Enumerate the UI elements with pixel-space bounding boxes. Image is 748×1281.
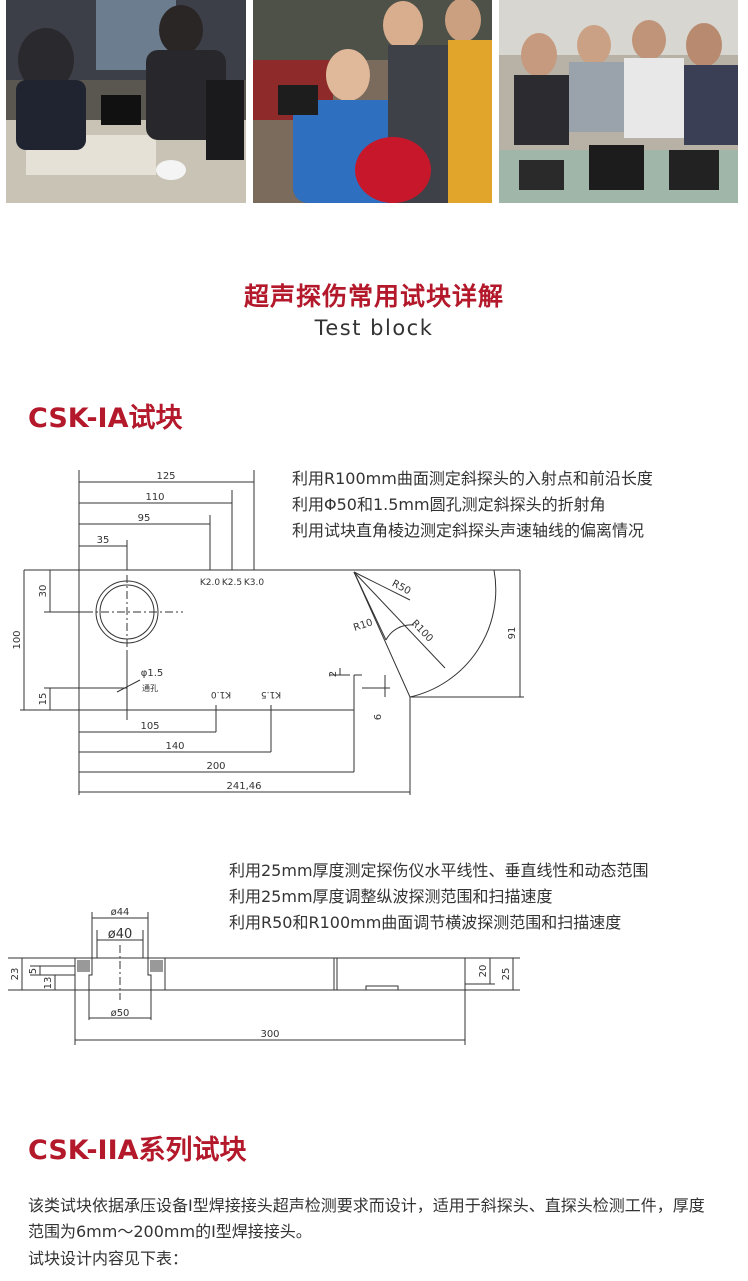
section-title-csk1a: CSK-IA试块	[28, 403, 183, 434]
dim-label: 300	[260, 1029, 279, 1040]
k-label: K3.0	[244, 578, 264, 588]
dim-label: 91	[507, 627, 518, 640]
dim-label: 6	[373, 714, 384, 720]
training-photo-2-icon	[253, 0, 492, 203]
dim-label: 95	[138, 513, 151, 524]
dim-label: 125	[156, 471, 175, 482]
dim-label: ø40	[108, 927, 133, 942]
k-label: K2.5	[222, 578, 242, 588]
dim-label: ø50	[111, 1008, 130, 1019]
csk2a-paragraph-2: 试块设计内容见下表：	[28, 1249, 189, 1268]
dim-label: 5	[28, 968, 39, 974]
note-line: 利用Φ50和1.5mm圆孔测定斜探头的折射角	[292, 495, 606, 514]
section-title-csk2a: CSK-IIA系列试块	[28, 1135, 247, 1166]
dim-label: 100	[12, 630, 23, 649]
dim-label: 25	[501, 968, 512, 981]
csk1a-notes-bottom: 利用25mm厚度测定探伤仪水平线性、垂直线性和动态范围 利用25mm厚度调整纵波…	[229, 858, 649, 936]
dim-label: 30	[38, 585, 49, 598]
note-line: 利用25mm厚度测定探伤仪水平线性、垂直线性和动态范围	[229, 861, 649, 880]
page-subtitle: Test block	[314, 316, 434, 340]
k-label: K1.5	[261, 689, 281, 699]
page-title: 超声探伤常用试块详解	[243, 282, 504, 311]
csk1a-drawing-2: ø44 ø40 ø50 23 5 13 20 25 300	[8, 907, 520, 1045]
note-line: 利用试块直角棱边测定斜探头声速轴线的偏离情况	[292, 521, 645, 540]
dim-label: 2	[328, 671, 339, 677]
note-line: 利用R100mm曲面测定斜探头的入射点和前沿长度	[292, 469, 653, 488]
dim-label: 110	[145, 492, 164, 503]
dim-label: 140	[165, 741, 184, 752]
dim-label: 35	[97, 535, 110, 546]
note-line: 利用R50和R100mm曲面调节横波探测范围和扫描速度	[229, 913, 622, 932]
dim-label: 23	[10, 968, 21, 981]
k-label: K1.0	[211, 689, 231, 699]
dim-label: ø44	[111, 907, 130, 918]
dim-label: 13	[43, 977, 54, 990]
radius-label: R50	[390, 578, 413, 597]
csk2a-paragraph: 该类试块依据承压设备I型焊接接头超声检测要求而设计，适用于斜探头、直探头检测工件…	[28, 1196, 705, 1241]
radius-label: R10	[352, 617, 374, 634]
csk1a-notes-top: 利用R100mm曲面测定斜探头的入射点和前沿长度 利用Φ50和1.5mm圆孔测定…	[292, 466, 653, 544]
hole-note: 通孔	[142, 683, 158, 693]
csk1a-drawing-1: 125 110 95 35 K2.0 K2.5 K3.0 K1.0 K1.5 1…	[12, 470, 524, 795]
photo-strip	[0, 0, 748, 203]
dim-label: 20	[478, 965, 489, 978]
hole-label: φ1.5	[141, 668, 164, 679]
k-label: K2.0	[200, 578, 220, 588]
radius-label: R100	[409, 618, 435, 644]
dim-label: 15	[38, 693, 49, 706]
dim-label: 241,46	[227, 781, 262, 792]
training-photo-1-icon	[6, 0, 246, 203]
note-line: 利用25mm厚度调整纵波探测范围和扫描速度	[229, 887, 553, 906]
dim-label: 105	[140, 721, 159, 732]
training-photo-3-icon	[499, 0, 738, 203]
dim-label: 200	[206, 761, 225, 772]
